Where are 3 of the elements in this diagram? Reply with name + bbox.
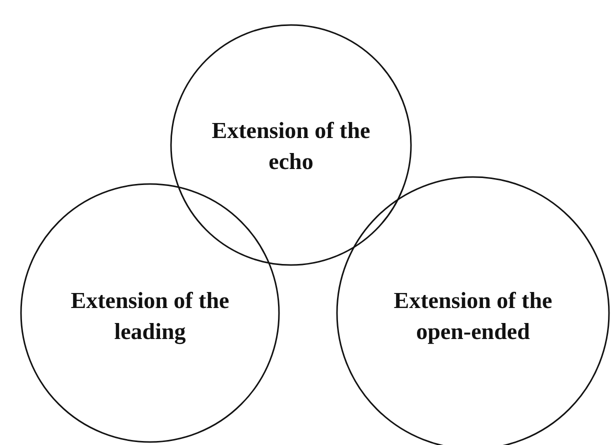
circle-label: Extension of the echo [211, 117, 371, 176]
circle-label: Extension of the open-ended [392, 287, 554, 346]
circle-label: Extension of the leading [70, 287, 230, 346]
